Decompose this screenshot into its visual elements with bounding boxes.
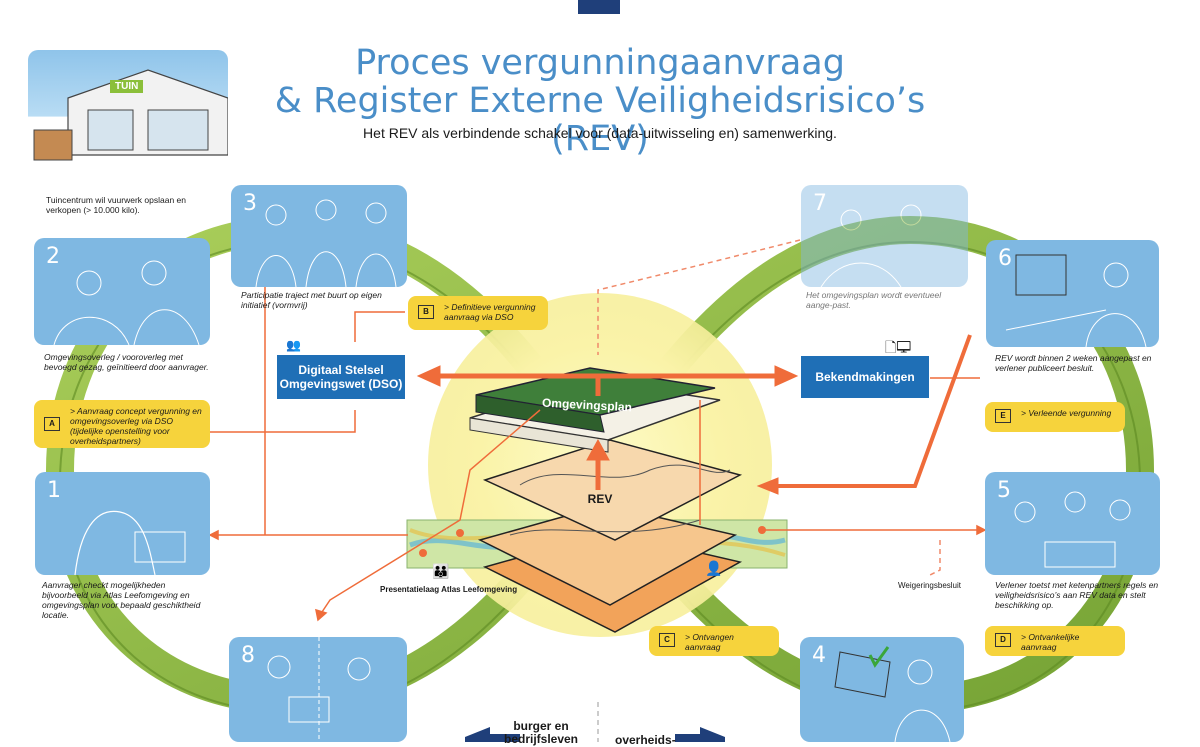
dso-box: Digitaal Stelsel Omgevingswet (DSO) xyxy=(277,355,405,399)
step-photo-2: 2 xyxy=(34,238,210,345)
page-title-line2: & Register Externe Veiligheidsrisico’s (… xyxy=(274,81,926,159)
garden-centre-illustration: TUIN xyxy=(28,50,228,170)
step-number-6: 6 xyxy=(998,246,1012,271)
step-number-7: 7 xyxy=(813,191,827,216)
government-logo xyxy=(578,0,620,14)
step-number-3: 3 xyxy=(243,191,257,216)
action-box-d: D > Ontvankelijke aanvraag xyxy=(985,626,1125,656)
step-photo-7: 7 xyxy=(801,185,968,287)
document-monitor-icon: 🗋🖵 xyxy=(885,339,912,355)
action-box-c: C > Ontvangen aanvraag xyxy=(649,626,779,656)
step-photo-3: 3 xyxy=(231,185,407,287)
arrow-right-icon xyxy=(675,727,725,742)
bottom-left-label: burger en bedrijfsleven xyxy=(503,719,579,746)
step-caption-2: Omgevingsoverleg / vooroverleg met bevoe… xyxy=(44,352,209,372)
bekendmakingen-box: Bekendmakingen xyxy=(801,356,929,398)
book-omgevingsplan xyxy=(469,367,721,453)
action-text-b: > Definitieve vergunning aanvraag via DS… xyxy=(444,302,536,322)
step-caption-7: Het omgevingsplan wordt eventueel aange-… xyxy=(806,290,942,310)
step-number-5: 5 xyxy=(997,478,1011,503)
officials-icon: 👤 xyxy=(705,560,723,576)
step-number-2: 2 xyxy=(46,244,60,269)
action-text-a: > Aanvraag concept vergunning en omgevin… xyxy=(70,406,202,446)
bottom-right-label: overheids- xyxy=(615,733,676,747)
rev-label: REV xyxy=(587,492,613,506)
step-caption-6: REV wordt binnen 2 weken aangepast en ve… xyxy=(995,353,1152,373)
arrow-left-icon xyxy=(465,727,520,742)
step-number-4: 4 xyxy=(812,643,826,668)
action-letter-b: B xyxy=(418,305,434,319)
step-caption-3: Participatie traject met buurt op eigen … xyxy=(241,290,382,310)
step-number-8: 8 xyxy=(241,643,255,668)
step-caption-1: Aanvrager checkt mogelijkheden bijvoorbe… xyxy=(42,580,201,620)
action-letter-d: D xyxy=(995,633,1011,647)
orange-arrows xyxy=(416,334,972,495)
step-photo-6: 6 xyxy=(986,240,1159,347)
map-layers xyxy=(477,439,743,633)
action-text-d: > Ontvankelijke aanvraag xyxy=(1021,632,1080,652)
intro-text: Tuincentrum wil vuurwerk opslaan en verk… xyxy=(46,195,186,215)
action-letter-a: A xyxy=(44,417,60,431)
action-letter-e: E xyxy=(995,409,1011,423)
step-photo-4: 4 xyxy=(800,637,964,742)
page-title-line1: Proces vergunningaanvraag xyxy=(355,43,845,83)
action-box-e: E > Verleende vergunning xyxy=(985,402,1125,432)
people-icon: 👥 xyxy=(286,338,301,352)
action-box-a: A > Aanvraag concept vergunning en omgev… xyxy=(34,400,210,448)
action-text-c: > Ontvangen aanvraag xyxy=(685,632,734,652)
people-family-icon: 👪 xyxy=(432,563,450,579)
action-text-e: > Verleende vergunning xyxy=(1021,408,1112,418)
shop-sign: TUIN xyxy=(110,80,144,93)
step-photo-8: 8 xyxy=(229,637,407,742)
page-subtitle: Het REV als verbindende schakel voor (da… xyxy=(363,125,837,141)
step-photo-1: 1 xyxy=(35,472,210,575)
action-letter-c: C xyxy=(659,633,675,647)
atlas-label: Presentatielaag Atlas Leefomgeving xyxy=(380,585,518,594)
step-caption-5: Verlener toetst met ketenpartners regels… xyxy=(995,580,1159,610)
weigering-label: Weigeringsbesluit xyxy=(898,581,961,590)
action-box-b: B > Definitieve vergunning aanvraag via … xyxy=(408,296,548,330)
step-number-1: 1 xyxy=(47,478,61,503)
step-photo-5: 5 xyxy=(985,472,1160,575)
